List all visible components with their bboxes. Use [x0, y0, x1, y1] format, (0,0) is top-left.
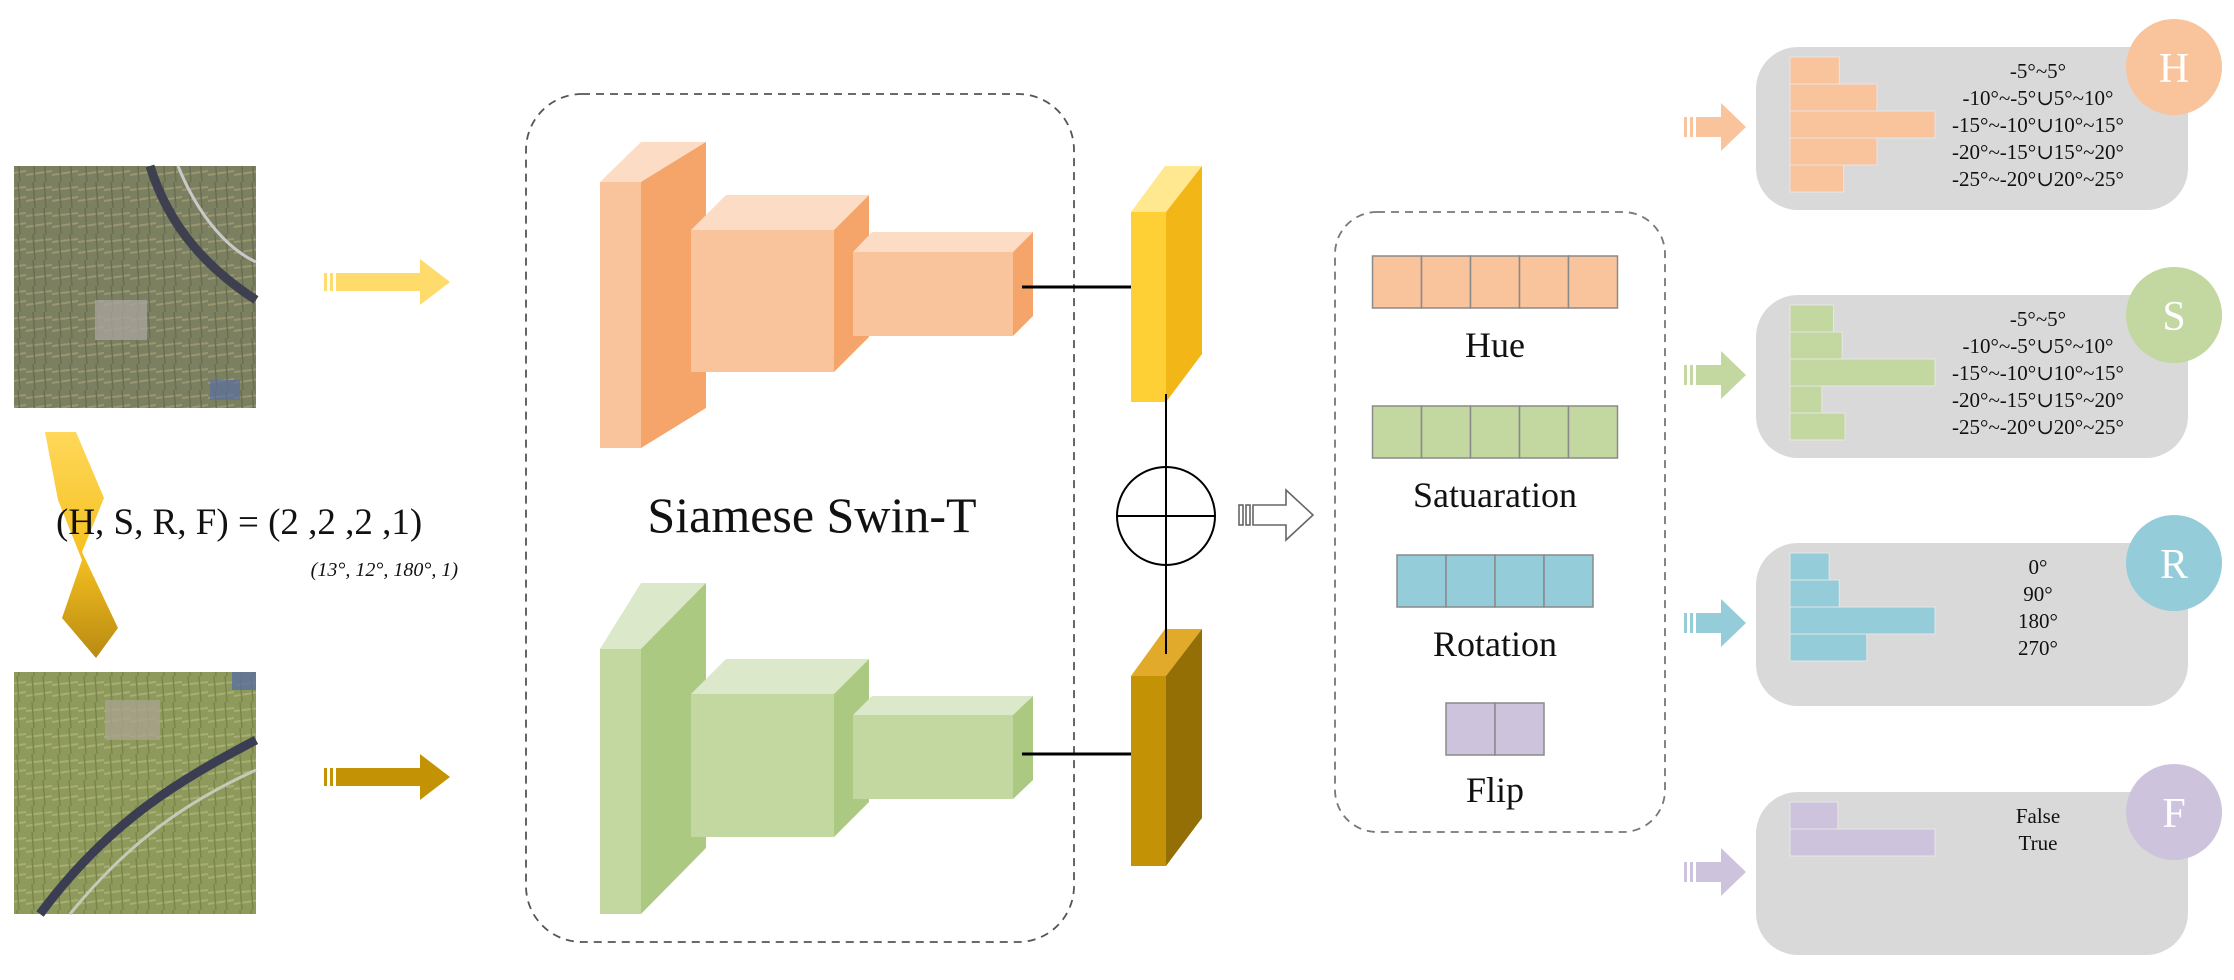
head-label: Hue: [1465, 325, 1525, 365]
heads-frame: [1334, 211, 1666, 833]
head-cell: [1469, 405, 1521, 459]
bar-label: -15°~-10°∪10°~15°: [1952, 361, 2124, 385]
bar: [1789, 304, 1834, 333]
head-satuaration: Satuaration: [1371, 405, 1619, 515]
bar: [1789, 552, 1830, 581]
bar: [1789, 83, 1878, 112]
head-cell: [1420, 255, 1472, 309]
arrow-top-input: [324, 259, 450, 305]
panel-background: [1756, 543, 2188, 706]
feature-slab-bottom: [1131, 629, 1202, 866]
bar-label: -5°~5°: [2010, 307, 2066, 331]
arrow-bottom-input: [324, 754, 450, 800]
bar-label: -25°~-20°∪20°~25°: [1952, 415, 2124, 439]
bar: [1789, 828, 1936, 857]
bar-label: -5°~5°: [2010, 59, 2066, 83]
panel-r: 0° 90° 180° 270° R: [1684, 515, 2222, 706]
branch-bottom-green: [600, 583, 1033, 914]
bar-label: -20°~-15°∪15°~20°: [1952, 140, 2124, 164]
bar-label: 90°: [2023, 582, 2052, 606]
bar: [1789, 606, 1936, 635]
bar: [1789, 137, 1878, 166]
bar-label: -25°~-20°∪20°~25°: [1952, 167, 2124, 191]
panel-tag-circle: [2126, 515, 2222, 611]
head-cell: [1445, 554, 1496, 608]
bar-label: 270°: [2018, 636, 2058, 660]
panel-arrow: [1684, 848, 1746, 896]
panel-h: -5°~5° -10°~-5°∪5°~10° -15°~-10°∪10°~15° -2…: [1684, 19, 2222, 210]
panel-arrow: [1684, 599, 1746, 647]
panel-s: -5°~5° -10°~-5°∪5°~10° -15°~-10°∪10°~15° -2…: [1684, 267, 2222, 458]
bar: [1789, 579, 1840, 608]
bar-label: False: [2016, 804, 2060, 828]
panel-tag-circle: [2126, 267, 2222, 363]
input-image-original: [14, 164, 259, 408]
bar: [1789, 412, 1846, 441]
bar-label: -15°~-10°∪10°~15°: [1952, 113, 2124, 137]
head-cell: [1469, 255, 1521, 309]
arrow-to-heads: [1238, 488, 1315, 542]
head-cell: [1567, 255, 1619, 309]
bar-label: 180°: [2018, 609, 2058, 633]
panel-tag: S: [2162, 294, 2185, 340]
backbone-frame: [525, 93, 1075, 943]
panel-tag: H: [2159, 46, 2189, 92]
head-cell: [1445, 702, 1496, 756]
input-image-augmented: [14, 672, 259, 917]
augmentation-arrow: [45, 432, 118, 658]
panel-background: [1756, 295, 2188, 458]
bar: [1789, 633, 1868, 662]
panel-tag: F: [2162, 791, 2185, 837]
equation-main: (H, S, R, F) = (2 ,2 ,2 ,1): [56, 502, 422, 543]
head-hue: Hue: [1371, 255, 1619, 365]
bar-label: -10°~-5°∪5°~10°: [1963, 334, 2114, 358]
bar: [1789, 331, 1843, 360]
head-label: Satuaration: [1413, 475, 1577, 515]
bar: [1789, 358, 1936, 387]
head-rotation: Rotation: [1396, 554, 1594, 664]
branch-top-orange: [600, 142, 1033, 448]
bar: [1789, 164, 1845, 193]
head-cell: [1494, 702, 1545, 756]
head-cell: [1518, 255, 1570, 309]
head-cell: [1396, 554, 1447, 608]
bar: [1789, 56, 1840, 85]
bar: [1789, 385, 1823, 414]
panel-tag-circle: [2126, 19, 2222, 115]
head-cell: [1371, 405, 1423, 459]
head-cell: [1543, 554, 1594, 608]
head-cell: [1494, 554, 1545, 608]
head-cell: [1518, 405, 1570, 459]
bar-label: -20°~-15°∪15°~20°: [1952, 388, 2124, 412]
bar: [1789, 801, 1839, 830]
panel-tag: R: [2160, 542, 2188, 588]
head-cell: [1567, 405, 1619, 459]
panel-tag-circle: [2126, 764, 2222, 860]
bar-label: True: [2019, 831, 2058, 855]
bar-label: 0°: [2029, 555, 2048, 579]
head-cell: [1371, 255, 1423, 309]
head-label: Flip: [1466, 770, 1524, 810]
head-flip: Flip: [1445, 702, 1545, 810]
head-cell: [1420, 405, 1472, 459]
panel-arrow: [1684, 103, 1746, 151]
panel-arrow: [1684, 351, 1746, 399]
bar-label: -10°~-5°∪5°~10°: [1963, 86, 2114, 110]
backbone-label: Siamese Swin-T: [647, 487, 976, 543]
feature-slab-top: [1131, 166, 1202, 402]
equation-sub: (13°, 12°, 180°, 1): [311, 559, 459, 581]
bar: [1789, 110, 1936, 139]
output-panels: -5°~5° -10°~-5°∪5°~10° -15°~-10°∪10°~15° -2…: [1684, 19, 2222, 955]
head-label: Rotation: [1433, 624, 1557, 664]
